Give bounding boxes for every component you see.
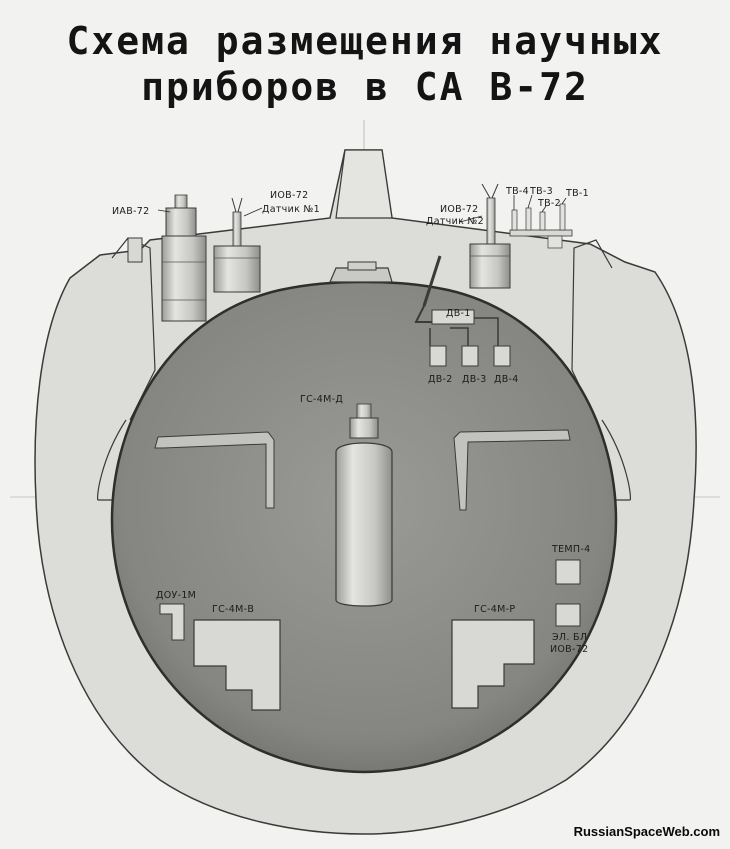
- gs4md-instrument: [335, 403, 393, 607]
- label-tv3: ТВ-3: [529, 186, 553, 197]
- labels: ИАВ-72 ИОВ-72 Датчик №1 ИОВ-72 Датчик №2…: [112, 186, 590, 655]
- title-line-1: Схема размещения научных: [66, 19, 664, 63]
- label-iov72-sensor2-line1: ИОВ-72: [440, 204, 478, 215]
- iov72-sensor-1: [213, 197, 261, 293]
- label-iov72-sensor1-line1: ИОВ-72: [270, 190, 308, 201]
- title-line-2: приборов в СА В-72: [141, 65, 589, 109]
- leader-lines: [157, 194, 567, 223]
- label-temp4: ТЕМП-4: [551, 544, 590, 555]
- label-dv4: ДВ-4: [494, 374, 519, 385]
- label-iov72-sensor1-line2: Датчик №1: [262, 204, 320, 215]
- label-gs4md: ГС-4М-Д: [300, 394, 343, 405]
- label-gs4mr: ГС-4М-Р: [474, 604, 515, 615]
- label-tv2: ТВ-2: [537, 198, 561, 209]
- label-elbl-line2: ИОВ-72: [550, 644, 588, 655]
- source-credit: RussianSpaceWeb.com: [573, 824, 720, 839]
- label-elbl-line1: ЭЛ. БЛ: [552, 632, 587, 643]
- label-dou1m: ДОУ-1М: [156, 590, 196, 601]
- page-title: Схема размещения научных приборов в СА В…: [0, 18, 730, 110]
- label-gs4mv: ГС-4М-В: [212, 604, 254, 615]
- label-iav72: ИАВ-72: [112, 206, 149, 217]
- label-dv2: ДВ-2: [428, 374, 453, 385]
- tv-sensors: [509, 203, 573, 249]
- iov72-sensor-2: [469, 183, 511, 289]
- label-dv1: ДВ-1: [446, 308, 471, 319]
- label-tv1: ТВ-1: [565, 188, 589, 199]
- label-dv3: ДВ-3: [462, 374, 487, 385]
- iav72-instrument: [127, 194, 207, 322]
- lower-instruments: [159, 559, 581, 711]
- label-iov72-sensor2-line2: Датчик №2: [426, 216, 484, 227]
- label-tv4: ТВ-4: [505, 186, 529, 197]
- dv-sensors: [414, 255, 511, 367]
